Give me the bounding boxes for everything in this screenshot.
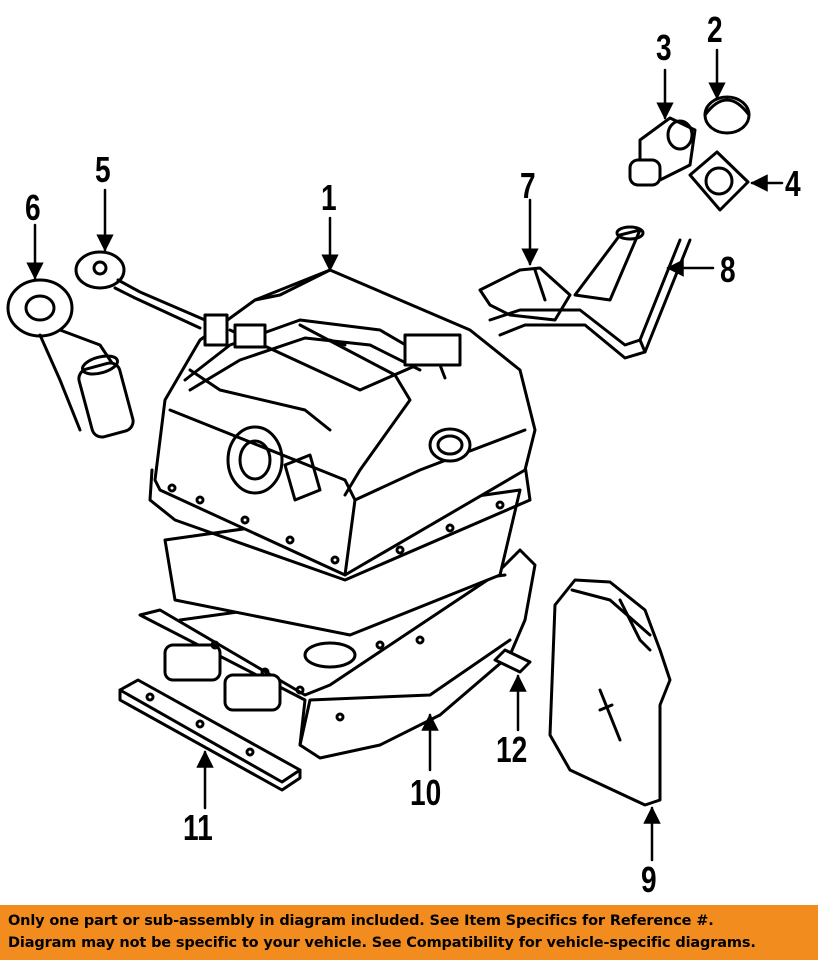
bracket-strap-part-11 — [120, 680, 300, 790]
sending-unit-part-5 — [76, 252, 227, 345]
fuel-pump-part-6 — [8, 280, 135, 439]
callout-11: 11 — [183, 807, 213, 848]
callout-10: 10 — [410, 772, 442, 813]
callout-4: 4 — [785, 163, 801, 204]
callout-3: 3 — [656, 27, 672, 68]
gasket-part-4 — [690, 152, 748, 210]
callout-12: 12 — [496, 729, 528, 770]
callout-8: 8 — [720, 249, 736, 290]
callout-1: 1 — [321, 177, 337, 218]
filler-neck-housing-part-3 — [630, 118, 695, 185]
filler-hose-part-7 — [480, 268, 570, 320]
disclaimer-line-1: Only one part or sub-assembly in diagram… — [8, 913, 714, 929]
callout-5: 5 — [95, 149, 111, 190]
filler-pipe-part-8 — [490, 227, 690, 358]
callout-6: 6 — [25, 187, 41, 228]
leader-arrows — [26, 50, 782, 860]
callout-9: 9 — [641, 859, 657, 900]
callout-7: 7 — [520, 165, 536, 206]
heat-shield-part-9 — [550, 580, 670, 805]
small-bracket-part-12 — [495, 650, 530, 672]
disclaimer-banner: Only one part or sub-assembly in diagram… — [0, 905, 818, 960]
disclaimer-line-2: Diagram may not be specific to your vehi… — [8, 935, 756, 951]
fuel-cap-part-2 — [705, 97, 749, 133]
parts-diagram — [0, 0, 818, 905]
callout-2: 2 — [707, 9, 723, 50]
tank-support-part-10 — [140, 550, 535, 758]
fuel-tank-part-1 — [150, 270, 535, 635]
